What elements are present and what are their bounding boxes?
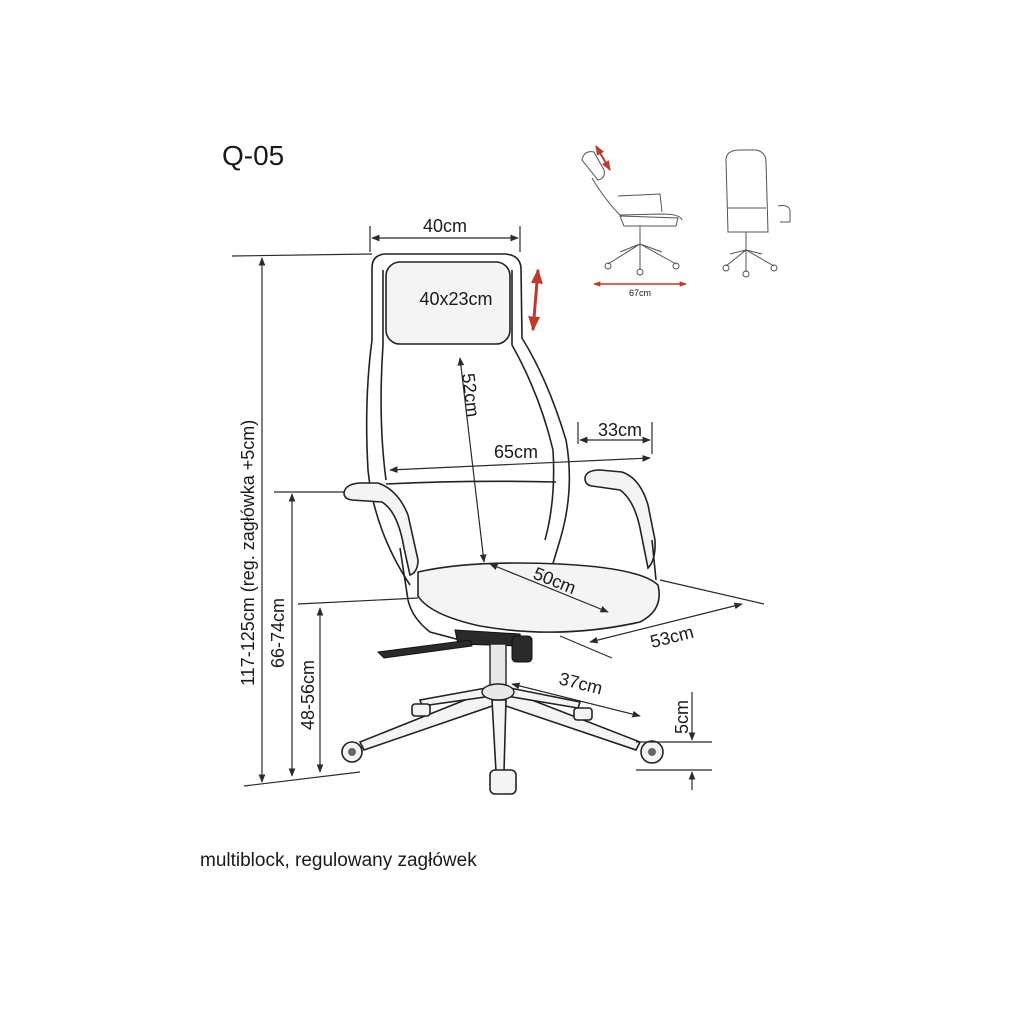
dim-wheel-height: 5cm — [672, 700, 692, 734]
headrest-adjust-arrow-icon — [528, 268, 543, 332]
dim-backrest-height: 52cm — [458, 372, 483, 418]
dim-width: 65cm — [494, 442, 538, 462]
armrest-left — [343, 482, 419, 577]
armrest-right — [584, 469, 656, 570]
dim-armrest-height: 66-74cm — [268, 598, 288, 668]
thumbnail-back — [722, 149, 791, 278]
recline-arrow-icon — [595, 145, 611, 171]
dim-headrest-width: 40cm — [423, 216, 467, 236]
model-title: Q-05 — [222, 140, 285, 171]
dimension-lines — [231, 226, 765, 790]
dim-seat-height: 48-56cm — [298, 660, 318, 730]
dim-total-depth: 53cm — [648, 622, 696, 652]
thumbnail-recline: 67cm — [581, 145, 687, 298]
headrest — [385, 261, 511, 345]
dim-headrest-size: 40x23cm — [419, 289, 492, 309]
thumb-width-label: 67cm — [629, 288, 651, 298]
dim-armrest-length: 33cm — [598, 420, 642, 440]
dim-total-height: 117-125cm (reg. zagłówka +5cm) — [238, 420, 258, 686]
product-caption: multiblock, regulowany zagłówek — [200, 850, 477, 871]
dim-base-radius: 37cm — [557, 668, 605, 698]
